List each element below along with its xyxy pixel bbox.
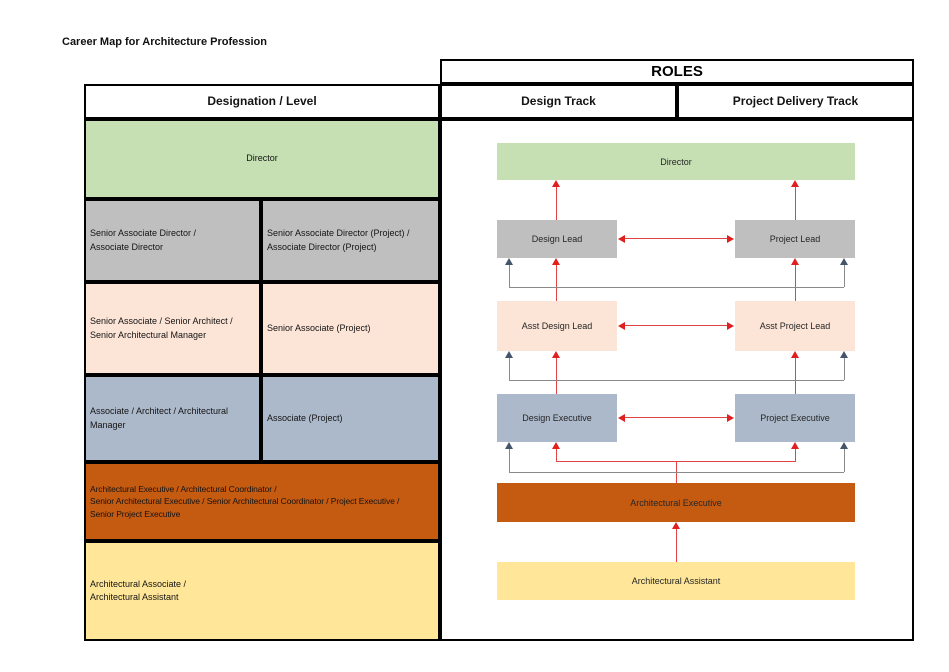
lateral-arrow-lead-line	[625, 238, 728, 239]
lateral-arrow-executive-line	[625, 417, 728, 418]
lateral-arrow-lead-left-head	[618, 235, 625, 243]
promotion-arrow-design-lead-to-director-line	[556, 187, 557, 220]
promotion-arrow-design-executive-to-asst-design-lead-line	[556, 358, 557, 394]
node-design-lead: Design Lead	[497, 220, 617, 258]
crossover-arrow-into-project-lead-head	[840, 258, 848, 265]
crossover-arrow-into-project-executive-head	[840, 442, 848, 449]
node-project-lead: Project Lead	[735, 220, 855, 258]
level-cell-senior-associate-project: Senior Associate (Project)	[263, 284, 438, 373]
designation-table: Designation / Level Director Senior Asso…	[84, 84, 440, 641]
node-asst-design-lead: Asst Design Lead	[497, 301, 617, 351]
node-design-executive: Design Executive	[497, 394, 617, 442]
level-row-architectural-executive: Architectural Executive / Architectural …	[86, 464, 438, 539]
crossover-horizontal-lead-level	[509, 287, 844, 288]
level-row-architectural-associate: Architectural Associate / Architectural …	[86, 543, 438, 639]
promotion-arrow-arch-executive-to-design-executive-head	[552, 442, 560, 449]
node-architectural-executive: Architectural Executive	[497, 483, 855, 522]
page-title: Career Map for Architecture Profession	[62, 36, 267, 48]
crossover-arrow-into-asst-design-lead-head	[505, 351, 513, 358]
crossover-right-riser-lead	[844, 265, 845, 287]
lateral-arrow-asst-right-head	[727, 322, 734, 330]
promotion-arrow-arch-executive-to-project-executive-line	[795, 449, 796, 461]
level-cell-associate-design: Associate / Architect / Architectural Ma…	[86, 377, 259, 460]
crossover-arrow-into-asst-project-lead-head	[840, 351, 848, 358]
lateral-arrow-asst-line	[625, 325, 728, 326]
promotion-arrow-arch-executive-to-design-executive-line	[556, 449, 557, 461]
crossover-left-riser-executive	[509, 449, 510, 472]
promotion-arrow-asst-design-lead-to-design-lead-head	[552, 258, 560, 265]
crossover-arrow-into-design-executive-head	[505, 442, 513, 449]
level-cell-senior-associate-director-design: Senior Associate Director / Associate Di…	[86, 201, 259, 280]
crossover-right-riser-executive	[844, 449, 845, 472]
promotion-arrow-project-executive-to-asst-project-lead-line	[795, 358, 796, 394]
level-row-director: Director	[86, 121, 438, 197]
promotion-arrow-asst-design-lead-to-design-lead-line	[556, 265, 557, 301]
level-cell-senior-associate-design: Senior Associate / Senior Architect / Se…	[86, 284, 259, 373]
track-header-strip: Design Track Project Delivery Track	[440, 84, 914, 119]
crossover-left-riser-lead	[509, 265, 510, 287]
designation-level-header: Designation / Level	[86, 86, 438, 117]
node-project-executive: Project Executive	[735, 394, 855, 442]
lateral-arrow-asst-left-head	[618, 322, 625, 330]
node-architectural-assistant: Architectural Assistant	[497, 562, 855, 600]
crossover-horizontal-executive-level	[509, 472, 844, 473]
crossover-horizontal-asst-level	[509, 380, 844, 381]
lateral-arrow-executive-left-head	[618, 414, 625, 422]
node-director: Director	[497, 143, 855, 180]
promotion-arrow-project-executive-to-asst-project-lead-head	[791, 351, 799, 358]
promotion-arrow-asst-project-lead-to-project-lead-line	[795, 265, 796, 301]
promotion-arrow-asst-project-lead-to-project-lead-head	[791, 258, 799, 265]
lateral-arrow-lead-right-head	[727, 235, 734, 243]
promotion-arrow-project-lead-to-director-line	[795, 187, 796, 220]
crossover-left-riser-asst	[509, 358, 510, 380]
level-cell-associate-project: Associate (Project)	[263, 377, 438, 460]
design-track-header: Design Track	[442, 86, 675, 117]
project-delivery-track-header: Project Delivery Track	[679, 86, 912, 117]
node-asst-project-lead: Asst Project Lead	[735, 301, 855, 351]
crossover-right-riser-asst	[844, 358, 845, 380]
level-cell-senior-associate-director-project: Senior Associate Director (Project) / As…	[263, 201, 438, 280]
promotion-arrow-project-lead-to-director-head	[791, 180, 799, 187]
promotion-arrow-arch-executive-to-project-executive-head	[791, 442, 799, 449]
promotion-arrow-design-executive-to-asst-design-lead-head	[552, 351, 560, 358]
roles-header: ROLES	[440, 59, 914, 84]
promotion-arrow-assistant-to-arch-executive-head	[672, 522, 680, 529]
lateral-arrow-executive-right-head	[727, 414, 734, 422]
promotion-arrow-design-lead-to-director-head	[552, 180, 560, 187]
promotion-arrow-assistant-to-arch-executive-line	[676, 529, 677, 562]
crossover-arrow-into-design-lead-head	[505, 258, 513, 265]
